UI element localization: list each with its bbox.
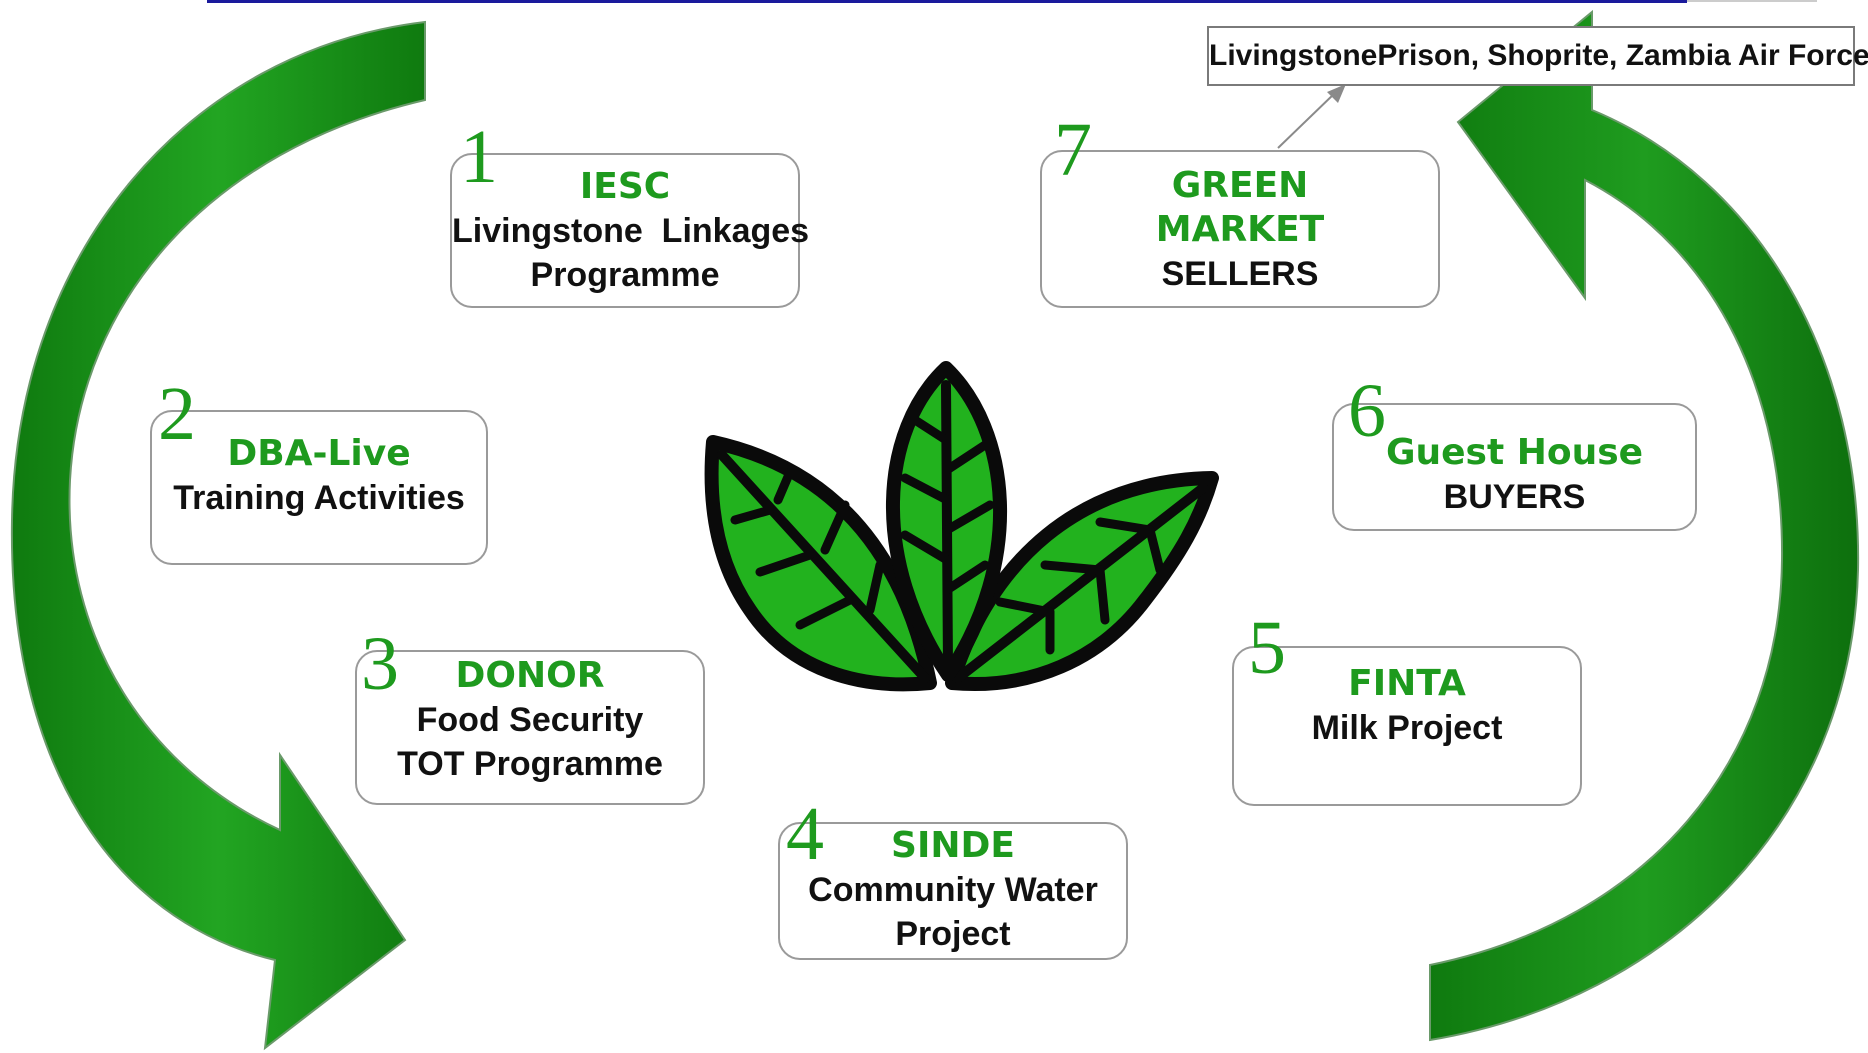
step-6-desc-line-1: BUYERS [1443, 478, 1586, 516]
top-rule [207, 0, 1687, 3]
step-2-number: 2 [158, 372, 196, 456]
left-cycle-arrow [10, 20, 426, 1051]
step-5-number: 5 [1248, 606, 1286, 690]
step-4-title: SINDE [891, 825, 1015, 866]
leaves-icon [704, 361, 1219, 692]
step-1-desc-line-1: Livingstone Linkages [452, 212, 810, 250]
step-7-title-line-1: GREEN [1171, 165, 1309, 206]
step-2-desc-line-1: Training Activities [173, 479, 465, 517]
step-6-number: 6 [1348, 369, 1386, 453]
step-4-box: 4 SINDE Community Water Project [778, 796, 1128, 960]
top-rule-stub [1687, 0, 1817, 2]
step-6-title: Guest House [1385, 432, 1644, 473]
step-7-box: 7 GREEN MARKET SELLERS [1040, 112, 1440, 308]
step-6-box: 6 Guest House BUYERS [1332, 373, 1697, 531]
note-connector-line [1277, 91, 1337, 149]
step-1-number: 1 [460, 115, 498, 199]
step-5-desc-line-1: Milk Project [1311, 709, 1503, 747]
step-1-desc-line-2: Programme [530, 256, 720, 294]
step-3-title: DONOR [455, 655, 605, 696]
note-connector-arrowhead [1327, 84, 1346, 103]
step-7-desc-line-1: SELLERS [1161, 255, 1319, 293]
step-4-desc-line-1: Community Water [808, 871, 1098, 909]
buyers-note: LivingstonePrison, Shoprite, Zambia Air … [1207, 26, 1868, 86]
right-cycle-arrow [1429, 9, 1860, 1042]
step-3-desc-line-1: Food Security [416, 701, 644, 739]
step-1-box: 1 IESC Livingstone Linkages Programme [450, 119, 810, 308]
step-2-title: DBA-Live [227, 433, 411, 474]
step-2-box: 2 DBA-Live Training Activities [150, 376, 488, 565]
step-3-number: 3 [361, 622, 399, 706]
step-4-desc-line-2: Project [895, 915, 1011, 953]
step-7-title-line-2: MARKET [1155, 209, 1325, 250]
step-3-desc-line-2: TOT Programme [397, 745, 663, 783]
step-5-title: FINTA [1348, 663, 1466, 704]
step-1-title: IESC [579, 166, 671, 207]
step-5-box: 5 FINTA Milk Project [1232, 610, 1582, 806]
step-7-number: 7 [1054, 108, 1092, 192]
step-4-number: 4 [786, 792, 824, 876]
step-3-box: 3 DONOR Food Security TOT Programme [355, 626, 705, 805]
